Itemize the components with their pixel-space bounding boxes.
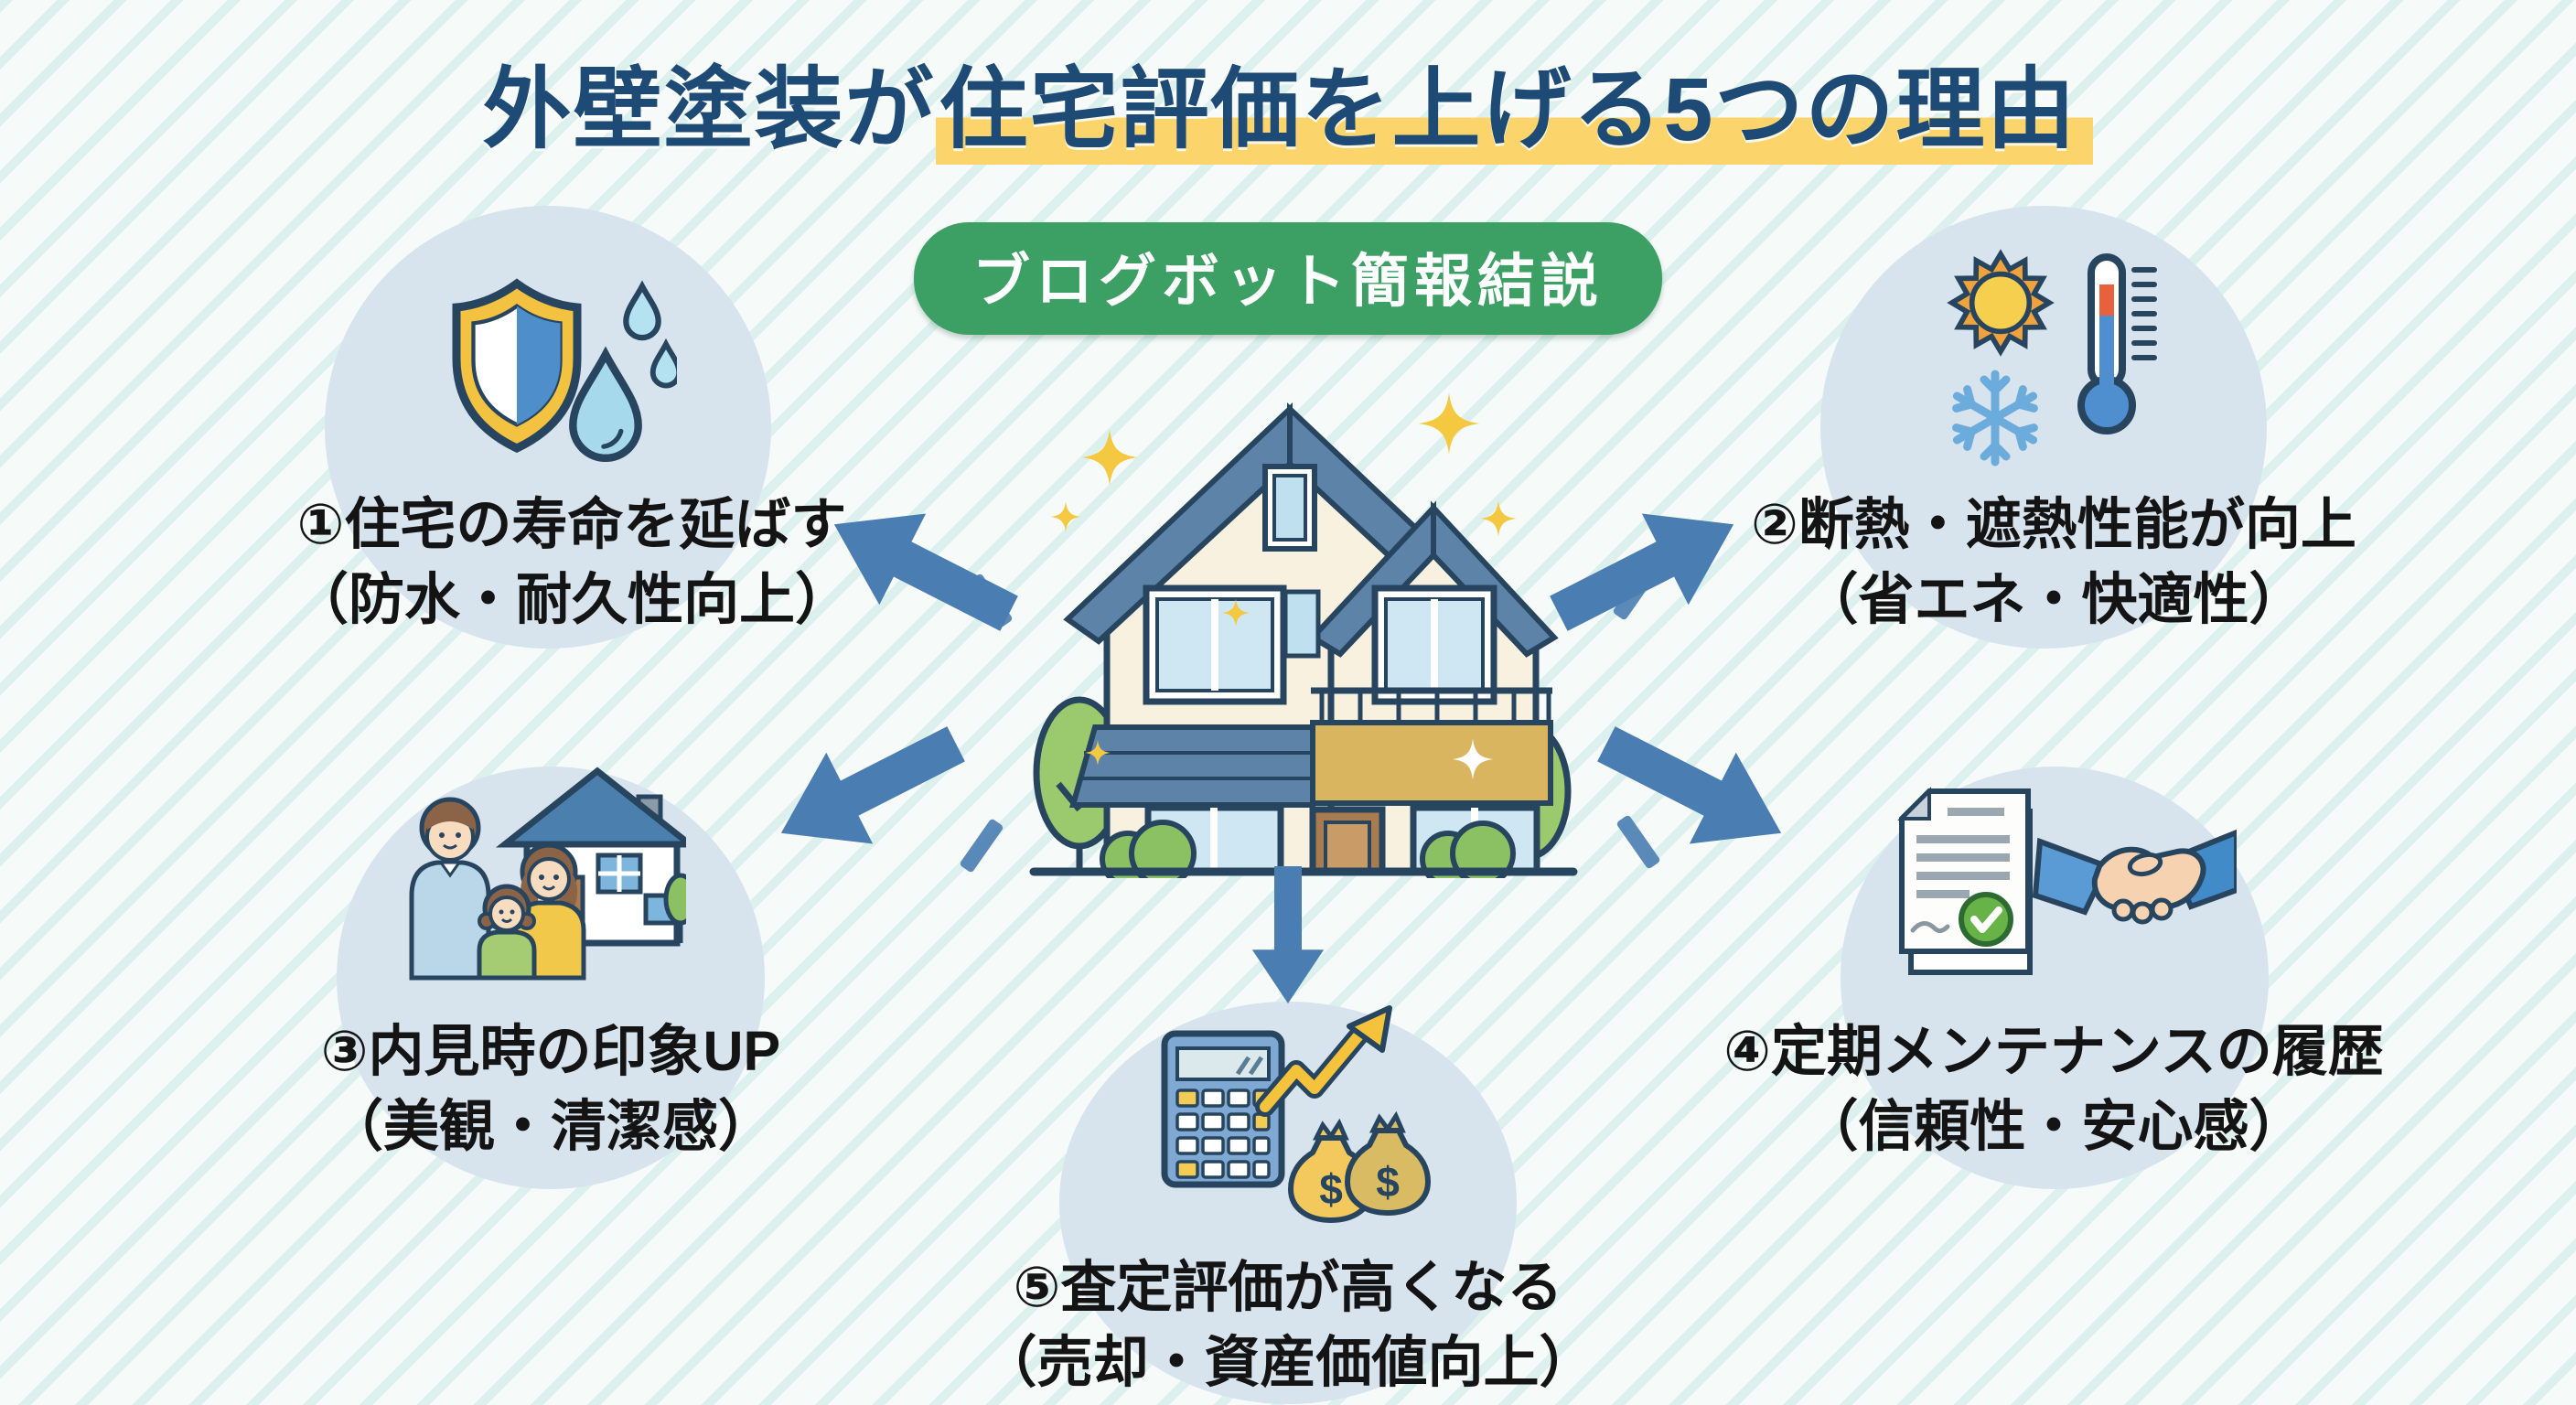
item-2-title: ②断熱・遮熱性能が向上: [1751, 493, 2356, 555]
item-1-title: ①住宅の寿命を延ばす: [296, 493, 847, 555]
item-3-icon-box: [393, 764, 700, 992]
item-4-title: ④定期メンテナンスの履歴: [1723, 1020, 2384, 1082]
svg-text:$: $: [1376, 1158, 1400, 1206]
item-5-subtitle: （売却・資産価値向上）: [981, 1331, 1595, 1393]
arrow-icon: [833, 513, 1018, 631]
handshake-icon: [2032, 828, 2239, 925]
radiance-dash: [959, 818, 1004, 874]
arrow-icon: [1550, 513, 1734, 631]
badge-label: ブログボット簡報結説: [972, 250, 1604, 314]
title-highlighted: 住宅評価を上げる5つの理由: [935, 59, 2094, 165]
item-5-title: ⑤査定評価が高くなる: [1013, 1256, 1563, 1318]
item-3-label: ③内見時の印象UP （美観・清潔感）: [2, 1014, 1100, 1164]
arrow-to-item-3: [757, 698, 979, 878]
item-2-label: ②断熱・遮熱性能が向上 （省エネ・快適性）: [1505, 487, 2576, 637]
title-plain: 外壁塗装が: [482, 59, 936, 159]
item-2-icon-box: [1944, 242, 2168, 471]
house-illustration: [1011, 380, 1596, 887]
item-1-subtitle: （防水・耐久性向上）: [292, 568, 851, 630]
arrow-to-item-1: [810, 478, 1032, 659]
item-5-label: ⑤査定評価が高くなる （売却・資産価値向上）: [739, 1249, 1837, 1400]
calculator-moneybags-icon: $ $: [1161, 1005, 1431, 1223]
arrow-icon: [780, 726, 965, 844]
item-2-subtitle: （省エネ・快適性）: [1802, 568, 2305, 630]
item-1-label: ①住宅の寿命を延ばす （防水・耐久性向上）: [23, 487, 1121, 637]
arrow-to-item-2: [1535, 478, 1756, 659]
arrow-to-item-4: [1583, 698, 1804, 878]
document-handshake-icon: [1897, 787, 2239, 975]
item-4-subtitle: （信頼性・安心感）: [1802, 1095, 2305, 1157]
item-1-icon-box: [412, 256, 682, 476]
sparkling-house-icon: [1029, 392, 1578, 887]
svg-text:$: $: [1319, 1165, 1343, 1213]
item-5-icon-box: $ $: [1157, 997, 1432, 1226]
item-4-label: ④定期メンテナンスの履歴 （信頼性・安心感）: [1505, 1014, 2576, 1164]
brand-badge: ブログボット簡報結説: [914, 222, 1662, 335]
item-3-subtitle: （美観・清潔感）: [327, 1095, 774, 1157]
family-house-icon: [409, 767, 700, 981]
item-3-title: ③内見時の印象UP: [320, 1020, 781, 1082]
arrow-icon: [1597, 726, 1782, 844]
arrow-icon: [1251, 866, 1325, 1003]
page-title: 外壁塗装が住宅評価を上げる5つの理由: [0, 37, 2576, 166]
arrow-to-item-5: [1244, 866, 1332, 1003]
shield-waterdrops-icon: [452, 278, 682, 462]
sun-snowflake-thermometer-icon: [1947, 249, 2157, 471]
item-4-icon-box: [1871, 782, 2239, 992]
